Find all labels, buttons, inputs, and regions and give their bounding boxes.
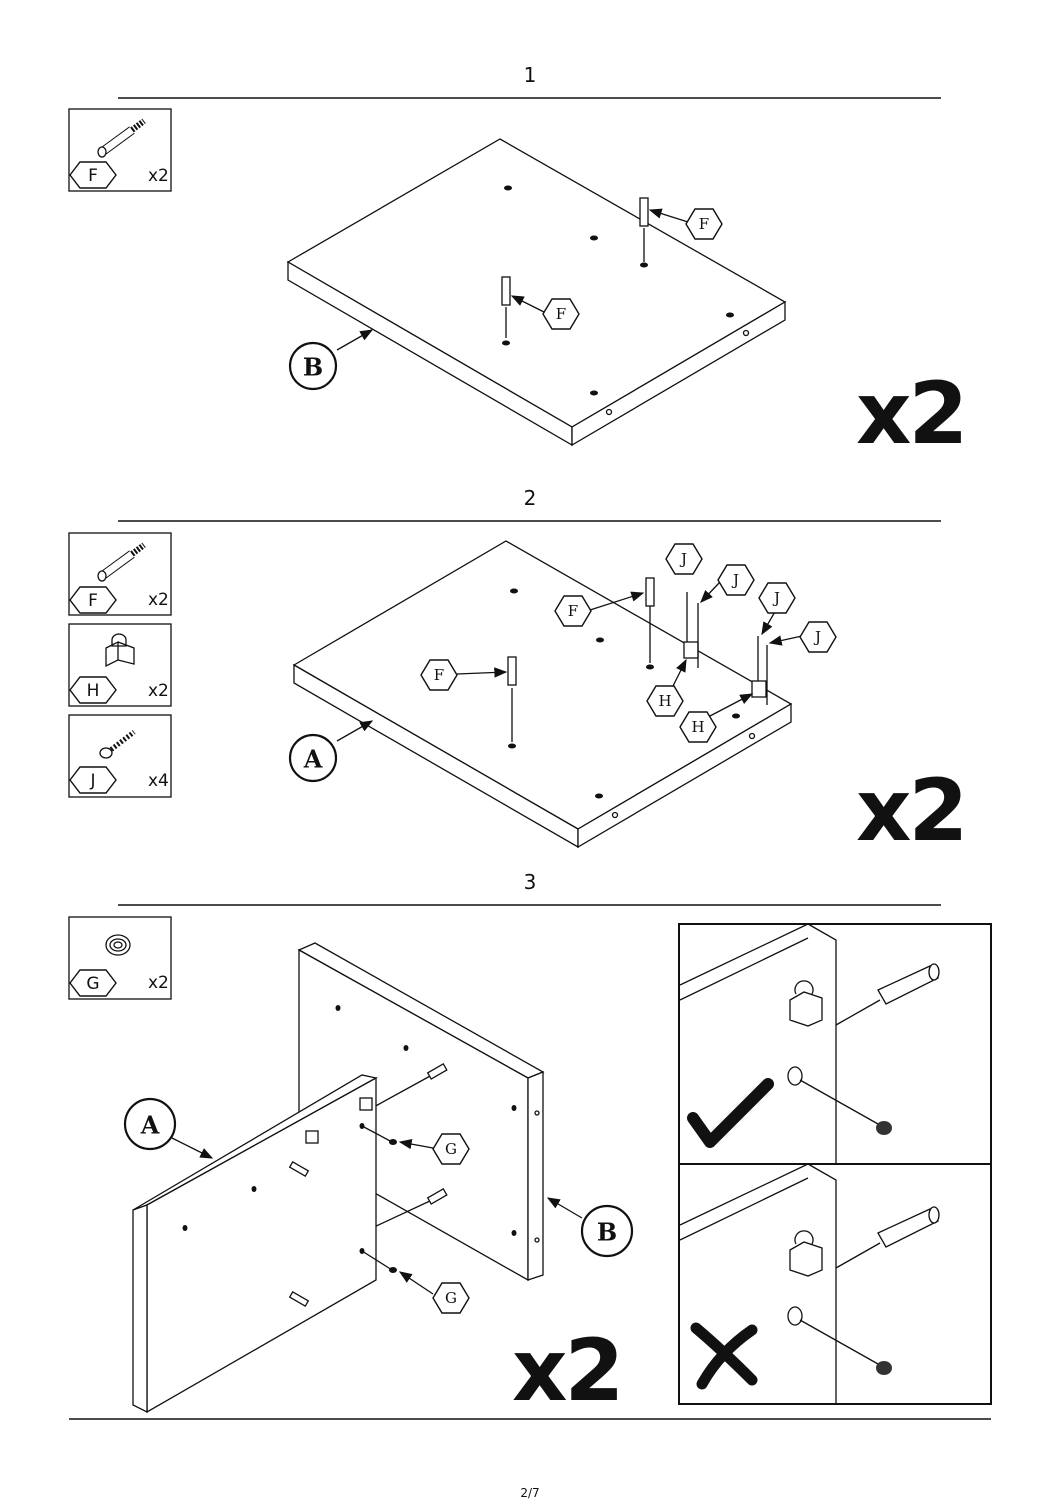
step-1: 1 F x2 F F B x2 bbox=[68, 63, 968, 464]
part-qty: x2 bbox=[148, 166, 169, 186]
part-letter: H bbox=[87, 681, 100, 701]
panel-B-upright bbox=[297, 942, 545, 1282]
part-box-F: F x2 bbox=[68, 108, 172, 192]
callout-letter: J bbox=[731, 571, 739, 589]
callout-letter: G bbox=[445, 1140, 457, 1158]
part-box-G: G x2 bbox=[68, 916, 172, 1000]
part-box-F: F x2 bbox=[68, 532, 172, 616]
part-qty: x4 bbox=[148, 771, 169, 791]
detail-incorrect bbox=[678, 1163, 992, 1405]
panel-label: A bbox=[303, 745, 323, 774]
checkmark-icon bbox=[687, 1078, 774, 1148]
part-letter: G bbox=[86, 974, 99, 994]
detail-correct bbox=[678, 923, 992, 1165]
part-box-J: J x4 bbox=[68, 714, 172, 798]
panel-label: B bbox=[303, 353, 323, 382]
part-qty: x2 bbox=[148, 681, 169, 701]
quantity-multiplier: x2 bbox=[512, 1321, 621, 1421]
part-letter: F bbox=[88, 166, 98, 186]
step-number: 2 bbox=[524, 486, 537, 510]
panel-B: F F B bbox=[286, 138, 787, 447]
callout-letter: F bbox=[568, 602, 578, 620]
part-box-H: H x2 bbox=[68, 623, 172, 707]
panel-label: A bbox=[140, 1111, 160, 1140]
quantity-multiplier: x2 bbox=[856, 364, 965, 464]
callout-letter: F bbox=[434, 666, 444, 684]
step-2: 2 F x2 H x2 J x4 bbox=[68, 486, 968, 861]
callout-letter: J bbox=[772, 589, 780, 607]
page-number: 2/7 bbox=[520, 1486, 539, 1500]
part-qty: x2 bbox=[148, 590, 169, 610]
callout-letter: F bbox=[556, 305, 566, 323]
callout-letter: G bbox=[445, 1289, 457, 1307]
callout-letter: H bbox=[658, 692, 671, 710]
part-letter: F bbox=[88, 591, 98, 611]
callout-letter: J bbox=[679, 550, 687, 568]
step-number: 1 bbox=[524, 63, 537, 87]
step-3: 3 G x2 bbox=[68, 870, 992, 1421]
cross-icon bbox=[690, 1322, 758, 1390]
panel-A-side: G G A B bbox=[123, 1074, 634, 1414]
step-number: 3 bbox=[524, 870, 537, 894]
part-letter: J bbox=[89, 771, 95, 791]
panel-A: F F J J J J H H A bbox=[288, 540, 837, 849]
quantity-multiplier: x2 bbox=[856, 761, 965, 861]
callout-letter: H bbox=[691, 718, 704, 736]
callout-letter: J bbox=[813, 628, 821, 646]
panel-label: B bbox=[597, 1218, 617, 1247]
callout-letter: F bbox=[699, 215, 709, 233]
part-qty: x2 bbox=[148, 973, 169, 993]
